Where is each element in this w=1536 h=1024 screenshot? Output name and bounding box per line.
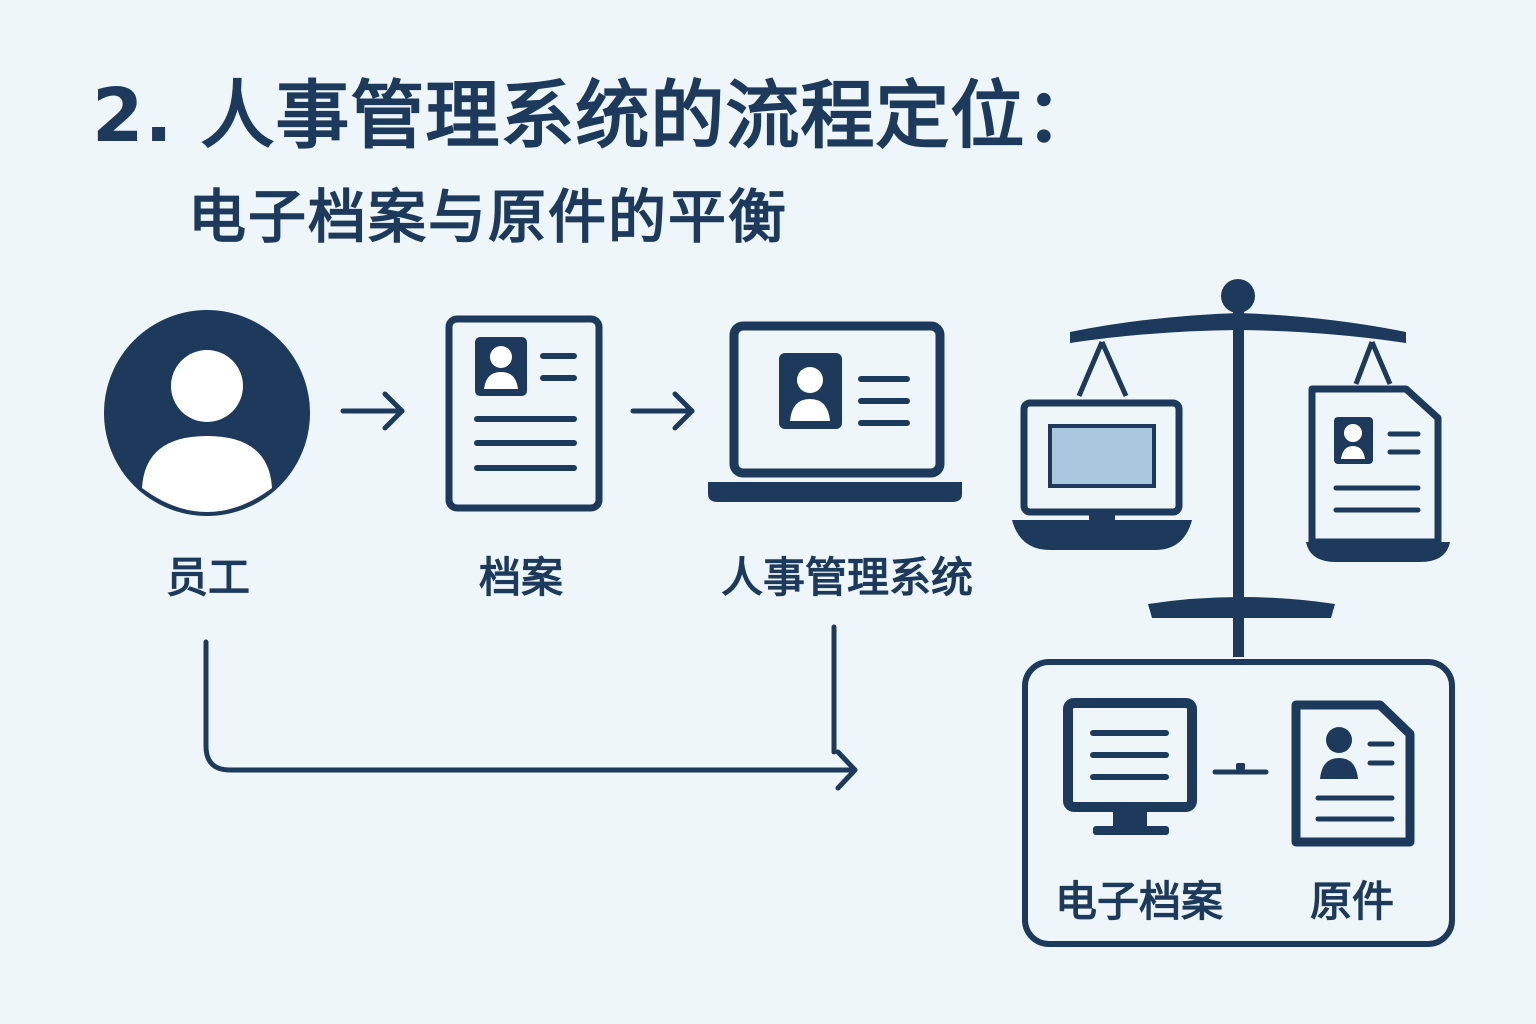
system-label: 人事管理系统 [720, 553, 973, 602]
electronic-archive-label: 电子档案 [1054, 877, 1223, 926]
employee-icon [104, 310, 310, 516]
original-document-label: 原件 [1309, 877, 1394, 926]
archive-label: 档案 [478, 553, 563, 602]
employee-label: 员工 [165, 553, 250, 602]
page-title: 2. 人事管理系统的流程定位： [92, 73, 1101, 159]
original-document-icon [1291, 700, 1415, 847]
electronic-record-monitor-icon [1063, 698, 1197, 835]
laptop-icon [708, 321, 962, 502]
document-icon [1306, 385, 1450, 562]
flow-connector-arrow [203, 624, 858, 791]
balance-scale-icon [1070, 279, 1406, 657]
arrow-right-icon [630, 391, 695, 431]
balance-result-panel [1022, 659, 1455, 947]
monitor-icon [1012, 399, 1192, 550]
balance-connector-icon [1212, 763, 1269, 775]
page-subtitle: 电子档案与原件的平衡 [188, 183, 789, 251]
archive-document-icon [445, 315, 603, 512]
arrow-right-icon [340, 391, 405, 431]
